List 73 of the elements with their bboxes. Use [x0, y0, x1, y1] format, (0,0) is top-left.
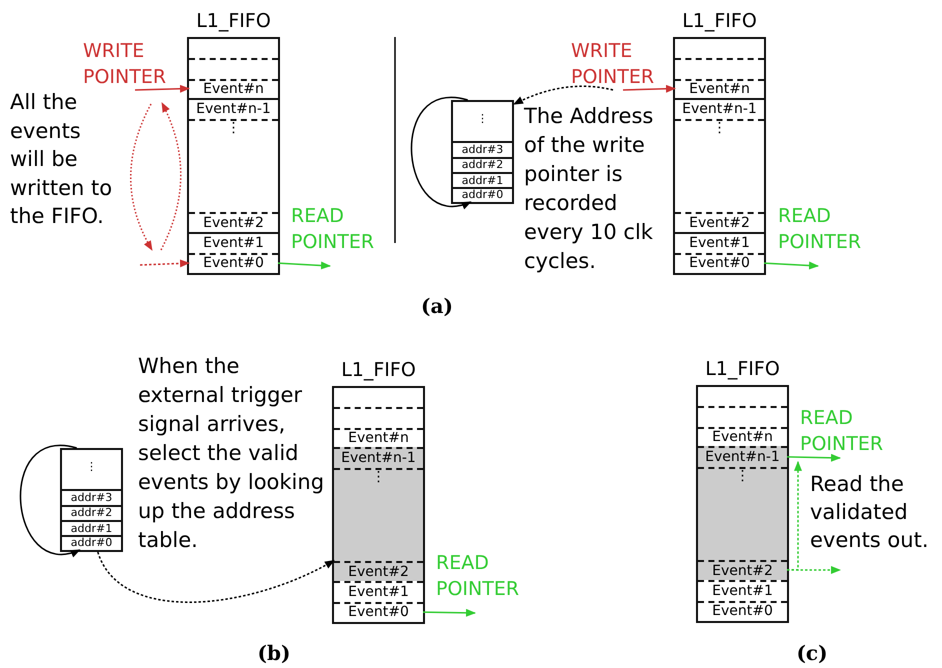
arrow — [20, 444, 81, 556]
fifo-slot — [698, 467, 787, 560]
pointer-label: WRITE POINTER — [571, 38, 671, 90]
fifo-title: L1_FIFO — [705, 357, 780, 381]
fifo-title: L1_FIFO — [341, 358, 416, 382]
arrow — [97, 552, 335, 603]
description-text: The Address of the write pointer is recorded every 10 clk cycles. — [524, 103, 654, 275]
description-text: When the external trigger signal arrives, select the valid events by looking up the address table. — [138, 353, 326, 554]
pointer-label: READ POINTER — [436, 550, 536, 613]
description-text: Read the validated events out. — [810, 471, 930, 554]
address-label: addr#1 — [462, 174, 504, 187]
address-table — [60, 448, 123, 552]
arrow — [513, 86, 614, 105]
ellipsis: ⋮ — [477, 111, 488, 127]
fifo-title: L1_FIFO — [682, 9, 757, 33]
arrow — [134, 84, 190, 93]
fifo-slot — [698, 446, 787, 468]
event-label: Event#2 — [712, 562, 773, 580]
event-label: Event#2 — [689, 214, 750, 232]
address-label: addr#2 — [70, 506, 112, 519]
arrow — [786, 454, 841, 462]
fifo-slot — [334, 560, 423, 582]
arrow — [422, 608, 476, 617]
arrow — [622, 84, 676, 93]
event-label: Event#1 — [712, 582, 773, 600]
address-label: addr#0 — [462, 189, 504, 202]
pointer-label: READ POINTER — [800, 405, 900, 458]
address-table — [451, 100, 514, 204]
event-label: Event#n — [712, 428, 773, 446]
address-label: addr#1 — [70, 522, 112, 535]
panel-caption: (b) — [256, 640, 292, 666]
ellipsis: ⋮ — [226, 121, 240, 136]
panel-caption: (a) — [420, 293, 454, 319]
event-label: Event#n-1 — [196, 100, 271, 118]
event-label: Event#n-1 — [705, 448, 780, 466]
pointer-label: WRITE POINTER — [83, 38, 183, 90]
panel-caption: (c) — [795, 640, 829, 666]
event-label: Event#0 — [712, 603, 773, 620]
event-label: Event#2 — [348, 562, 409, 581]
address-label: addr#0 — [70, 537, 112, 550]
arrow — [278, 262, 331, 270]
event-label: Event#0 — [348, 604, 409, 622]
ellipsis: ⋮ — [736, 469, 750, 484]
event-label: Event#n — [203, 80, 264, 98]
arrow — [787, 460, 802, 571]
ellipsis: ⋮ — [372, 470, 386, 484]
event-label: Event#n-1 — [341, 449, 416, 468]
fifo-title: L1_FIFO — [196, 9, 271, 33]
pointer-label: READ POINTER — [778, 203, 878, 266]
event-label: Event#n — [348, 430, 409, 447]
event-label: Event#n-1 — [682, 100, 757, 118]
arrow — [764, 262, 819, 270]
fifo-slot — [698, 560, 787, 580]
fifo-slot — [334, 447, 423, 468]
description-text: All the events will be written to the FIFO. — [10, 89, 114, 230]
event-label: Event#1 — [203, 234, 264, 252]
address-label: addr#3 — [70, 491, 112, 504]
address-slot — [453, 172, 512, 188]
address-label: addr#3 — [462, 143, 504, 156]
pointer-label: READ POINTER — [291, 203, 391, 266]
event-label: Event#2 — [203, 214, 264, 232]
fifo-slot — [334, 468, 423, 560]
address-slot — [62, 520, 121, 536]
event-label: Event#n — [689, 80, 750, 98]
ellipsis: ⋮ — [712, 121, 726, 136]
address-label: addr#2 — [462, 158, 504, 171]
event-label: Event#1 — [348, 583, 409, 602]
event-label: Event#0 — [689, 255, 750, 272]
ellipsis: ⋮ — [86, 459, 97, 475]
arrow — [140, 259, 190, 268]
arrow — [410, 96, 472, 208]
event-label: Event#0 — [203, 255, 264, 272]
event-label: Event#1 — [689, 234, 750, 252]
